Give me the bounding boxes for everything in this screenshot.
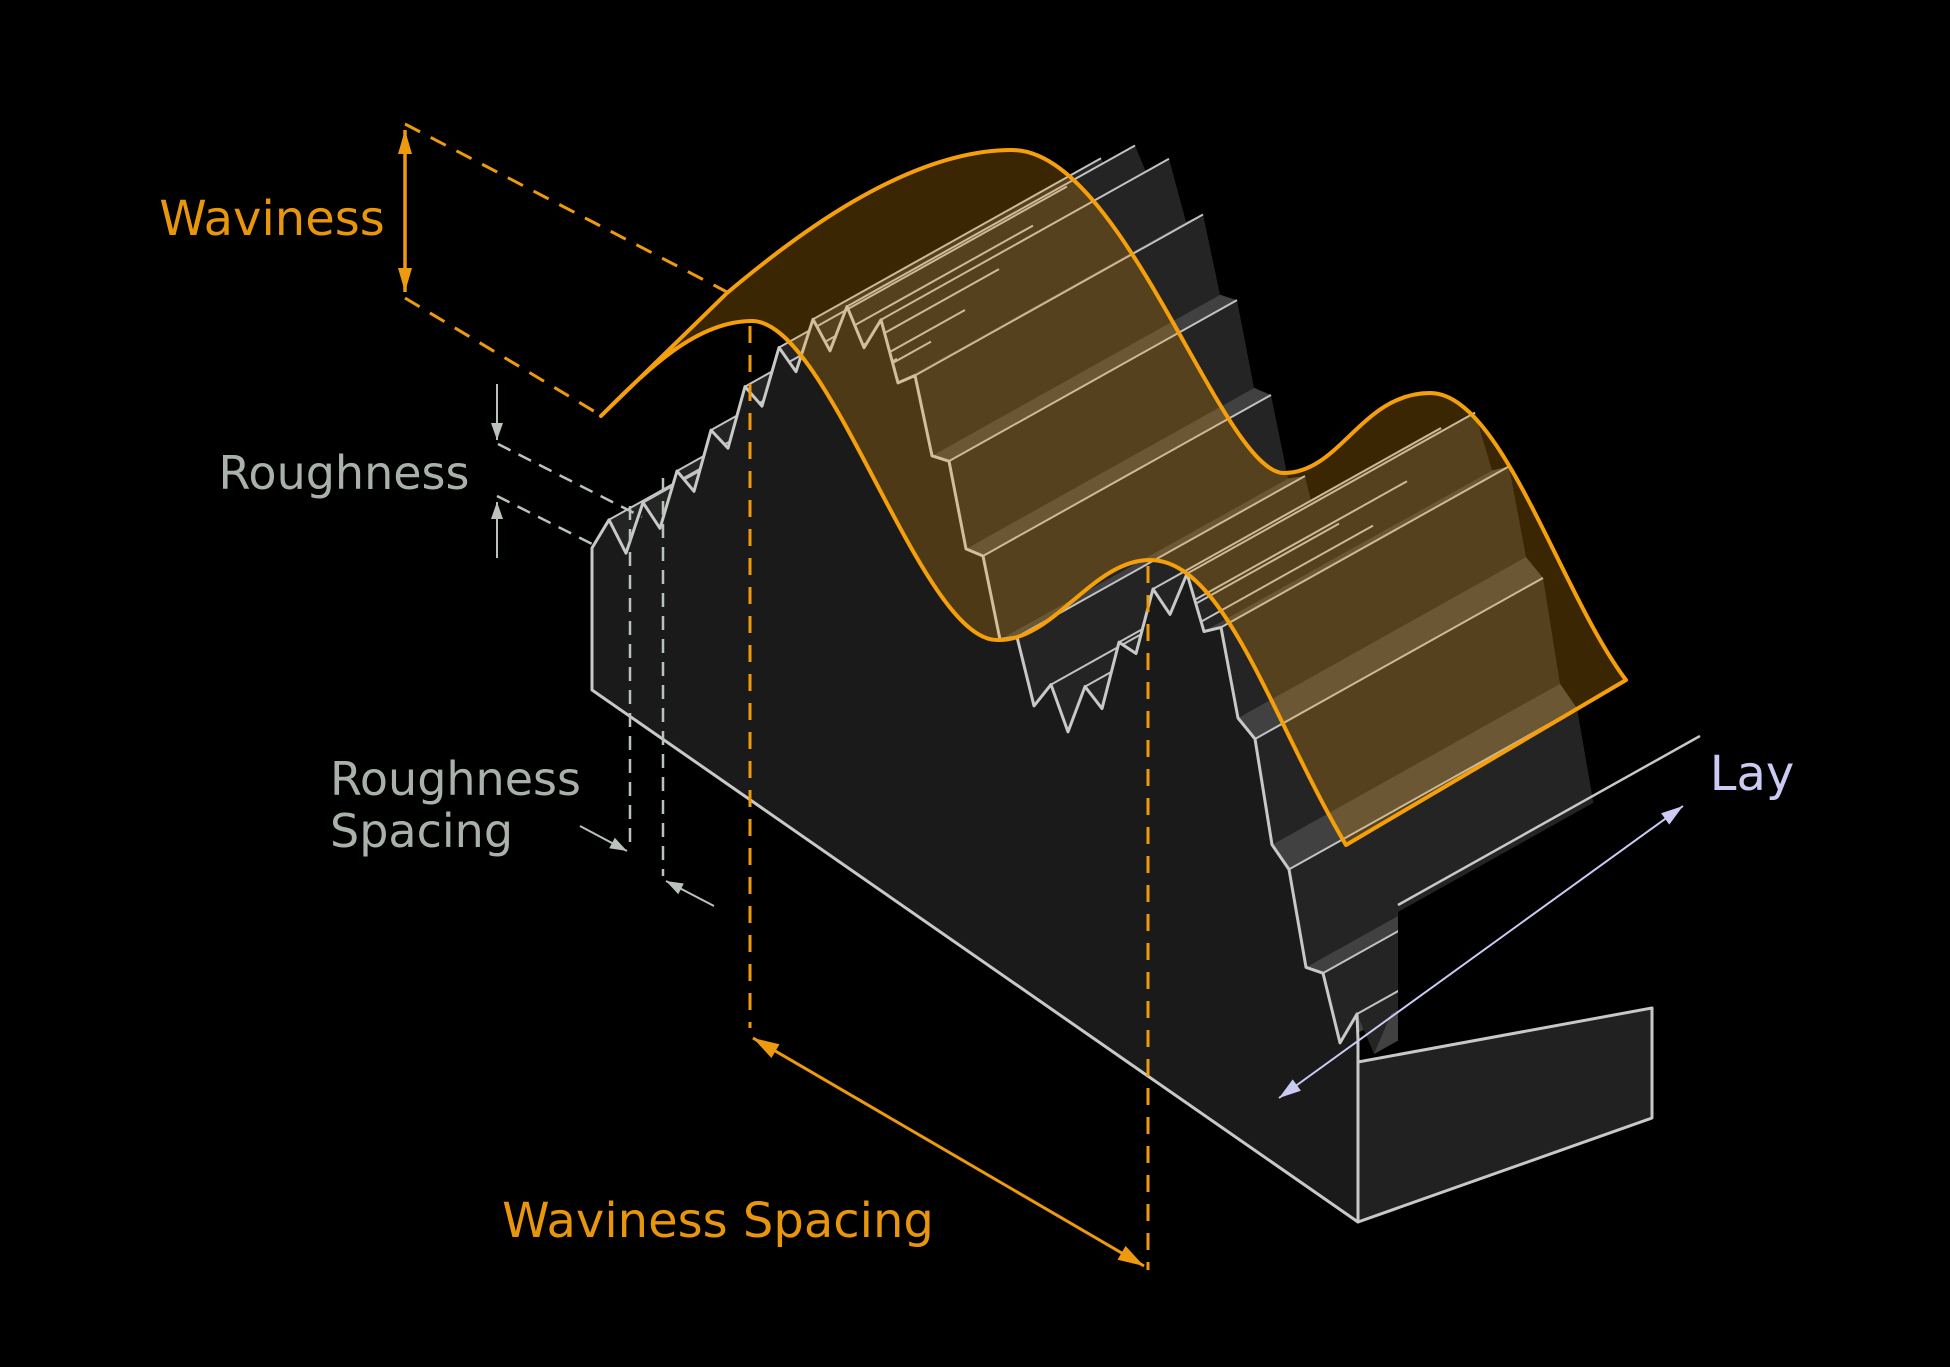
ridge-crest-line [1016,475,1306,638]
waviness-height-arrow-head [398,130,412,154]
waviness-dashed-extension-lower [404,296,598,415]
ridge-facet-light [1272,683,1577,870]
ridge-crest-line [880,157,1170,321]
ridge-facet-dark [949,300,1254,549]
waviness-label: Waviness [159,191,385,247]
roughness-spacing-label-line1: Roughness [330,752,581,806]
ridge-facet-light [1238,557,1543,739]
block-end-cut [1397,676,1950,1367]
lay-label: Lay [1710,746,1795,802]
waviness-sheet [599,148,1628,847]
waviness-ideal-surface-sheet [599,148,1628,847]
roughness-up-arrow-head [491,502,503,519]
ridge-crest-line [778,185,1068,349]
ridge-facet-dark [1289,708,1594,968]
waviness-spacing-arrow-head [753,1038,780,1058]
ridge-crest-line [744,224,1034,388]
ridge-crest-line [846,144,1136,308]
ridge-crest-line [914,213,1204,377]
ridge-facet-dark [1255,577,1560,845]
roughness-spacing-arrow-right-head [666,881,684,895]
ridge-facet-dark [1187,412,1492,632]
ridge-facet-light [966,387,1271,556]
block-faces [590,305,1654,1224]
lay-direction-arrow-head [1279,1079,1301,1098]
ridge-crest-line [1254,577,1544,740]
end-cut-edge [1397,734,1701,907]
ridge-facet-light [1204,466,1509,632]
waviness-spacing-label: Waviness Spacing [502,1193,934,1249]
ridge-facet-dark [881,158,1186,383]
roughness-dashed-extension-upper [497,442,643,519]
waviness-height-arrow-head [398,268,412,292]
ridge-crest-line [982,394,1272,557]
ridge-crest-line [1220,465,1510,629]
roughness-down-arrow-head [491,423,503,440]
dimension-annotations [398,122,1684,1270]
roughness-dashed-extension-lower [496,494,595,547]
roughness-spacing-arrow-left-head [609,837,627,851]
roughness-spacing-label-line2: Spacing [330,804,513,858]
ridge-facet-dark [983,395,1288,640]
lay-direction-arrow-shaft [1278,805,1684,1099]
ridge-facet-dark [1221,466,1526,718]
ridge-crest-line [1152,427,1442,590]
right-end-face [1356,1006,1654,1224]
roughness-label: Roughness [219,446,470,500]
ridge-facet-light [932,294,1237,462]
front-cross-section-face [590,305,1360,1224]
ridge-crest-line [948,299,1238,463]
lay-direction-arrow-head [1661,806,1683,825]
ridge-crest-line [812,157,1102,321]
waviness-spacing-arrow-head [1117,1246,1144,1266]
ridge-crest-line [1186,411,1476,575]
end-cut-mask [1398,676,1950,1367]
waviness-dashed-extension-upper [404,122,728,294]
waviness-spacing-arrow-shaft [752,1036,1145,1268]
